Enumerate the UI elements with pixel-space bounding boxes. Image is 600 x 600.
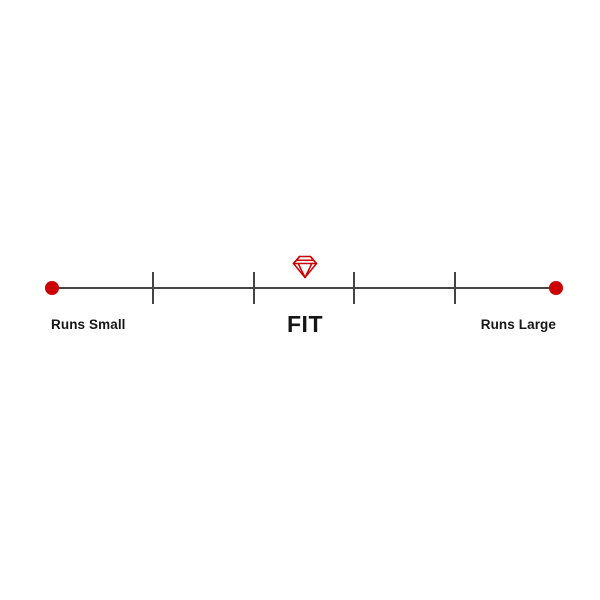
scale-tick-3[interactable] bbox=[353, 272, 355, 304]
scale-label-runs-large: Runs Large bbox=[480, 317, 556, 332]
scale-label-runs-small: Runs Small bbox=[51, 317, 126, 332]
scale-tick-2[interactable] bbox=[253, 272, 255, 304]
scale-endpoint-dot-left bbox=[45, 281, 59, 295]
scale-track[interactable] bbox=[52, 287, 556, 289]
gem-diamond-icon bbox=[292, 254, 318, 286]
scale-label-fit: FIT bbox=[287, 311, 323, 337]
scale-endpoint-dot-right bbox=[549, 281, 563, 295]
scale-tick-4[interactable] bbox=[454, 272, 456, 304]
scale-tick-1[interactable] bbox=[152, 272, 154, 304]
